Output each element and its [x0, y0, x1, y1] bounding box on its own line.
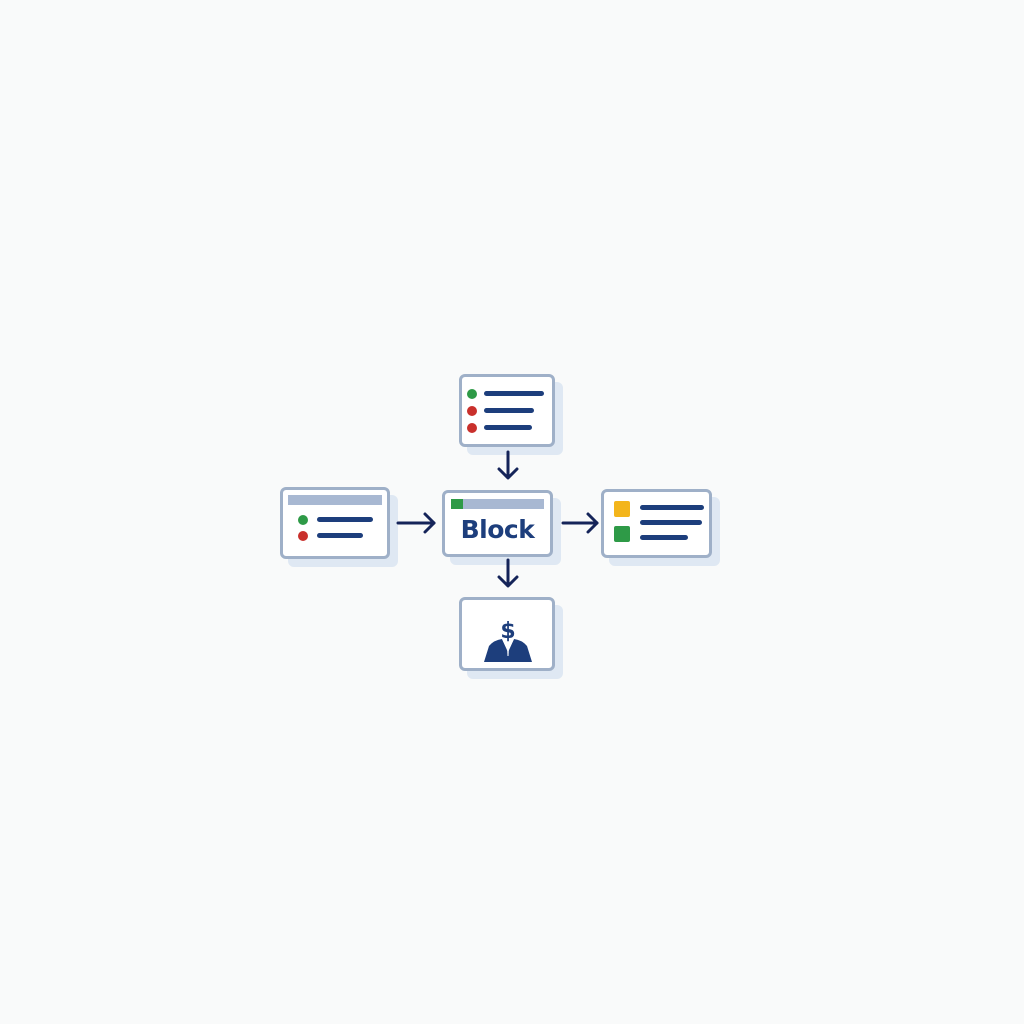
list-line: [640, 520, 702, 525]
block-header-green-bar: [451, 499, 463, 509]
list-line: [484, 425, 532, 430]
list-line: [640, 535, 688, 540]
arrow-down-to-block-icon: [497, 450, 519, 480]
card-header-bar: [288, 495, 382, 505]
list-line: [317, 517, 373, 522]
list-line: [317, 533, 363, 538]
list-line: [640, 505, 704, 510]
list-line: [484, 391, 544, 396]
bottom-icon-card: $: [459, 597, 555, 671]
red-status-dot-icon: [467, 423, 477, 433]
list-line: [484, 408, 534, 413]
top-list-card: [459, 374, 555, 447]
right-list-card: [601, 489, 712, 558]
red-status-dot-icon: [298, 531, 308, 541]
svg-text:$: $: [500, 619, 515, 644]
block-header-bar: [463, 499, 544, 509]
block-label: Block: [460, 515, 535, 544]
center-block-card: Block: [442, 490, 553, 557]
arrow-down-from-block-icon: [497, 558, 519, 588]
arrow-right-from-block-icon: [561, 512, 599, 534]
green-status-dot-icon: [467, 389, 477, 399]
red-status-dot-icon: [467, 406, 477, 416]
green-status-square-icon: [614, 526, 630, 542]
green-status-dot-icon: [298, 515, 308, 525]
left-list-card: [280, 487, 390, 559]
money-person-icon: $: [484, 619, 532, 662]
arrow-right-to-block-icon: [396, 512, 436, 534]
yellow-status-square-icon: [614, 501, 630, 517]
